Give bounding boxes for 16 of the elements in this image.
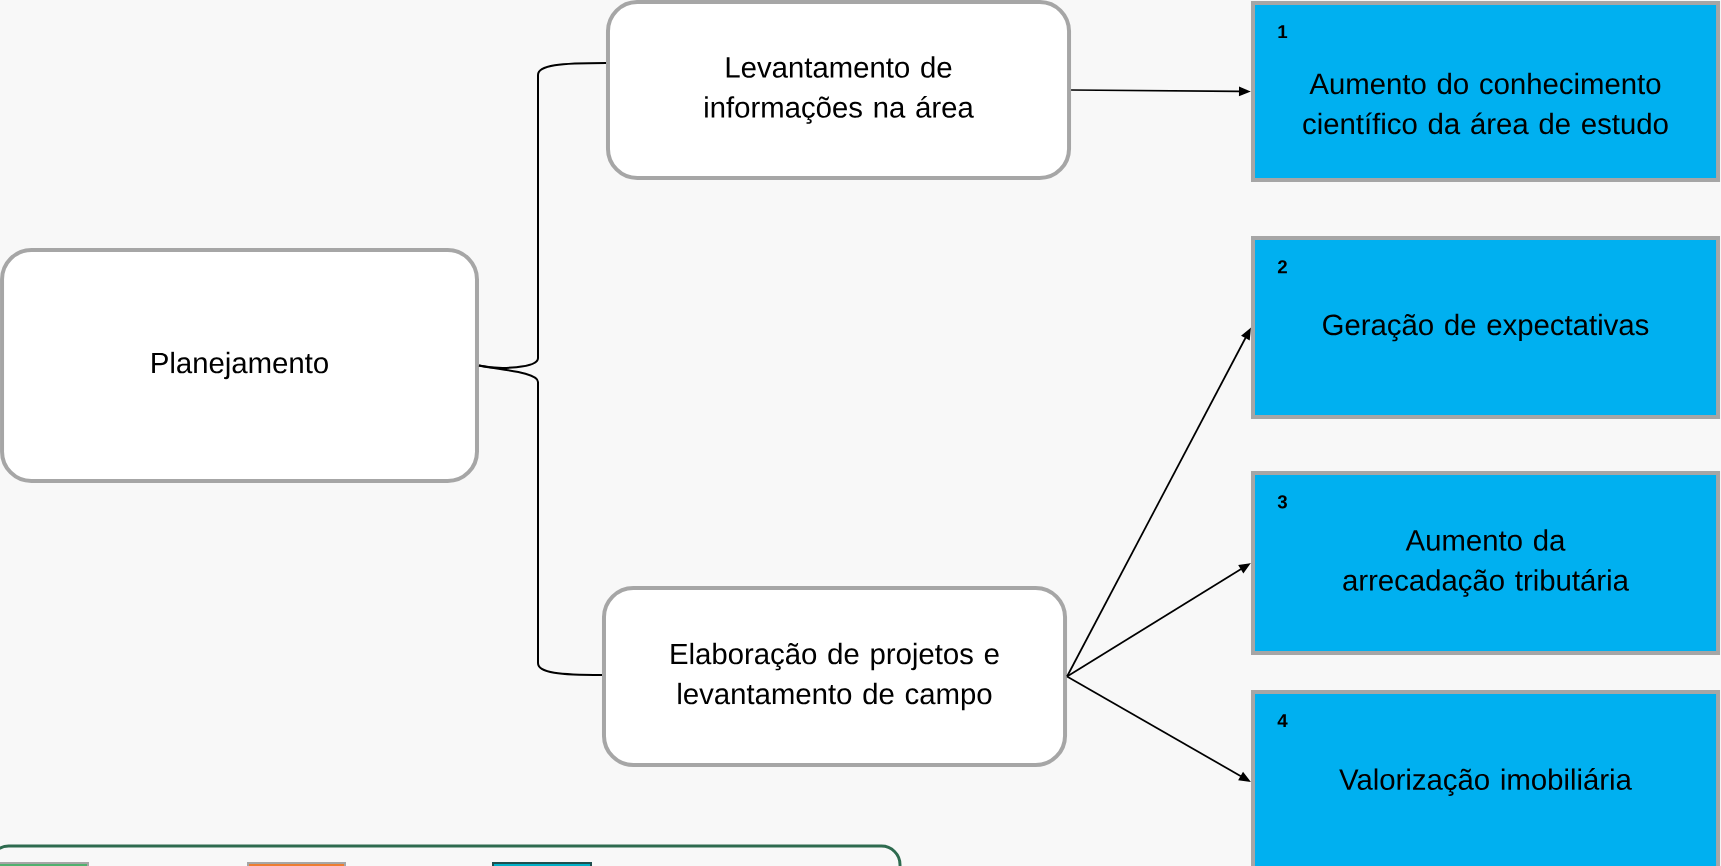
item-number: 4 (1277, 714, 1288, 728)
brace-line (478, 364, 603, 676)
result-box (1251, 236, 1721, 419)
result-box (1251, 0, 1721, 183)
item-number: 3 (1277, 495, 1287, 509)
result-box (1251, 690, 1721, 866)
process-box: Levantamento de informações na área (606, 0, 1072, 180)
box-text: Aumento da arrecadação tributária (1343, 529, 1629, 597)
result-box (1251, 471, 1721, 655)
box-text: Valorização imobiliária (1339, 768, 1632, 796)
process-box: Elaboração de projetos e levantamento de campo (602, 585, 1068, 768)
item-number: 1 (1278, 25, 1288, 39)
box-text: Aumento do conhecimento científico da área de estudo (1303, 72, 1668, 135)
process-box: Planejamento (0, 248, 479, 483)
box-text: Geração de expectativas (1323, 313, 1649, 342)
item-number: 2 (1277, 260, 1287, 274)
